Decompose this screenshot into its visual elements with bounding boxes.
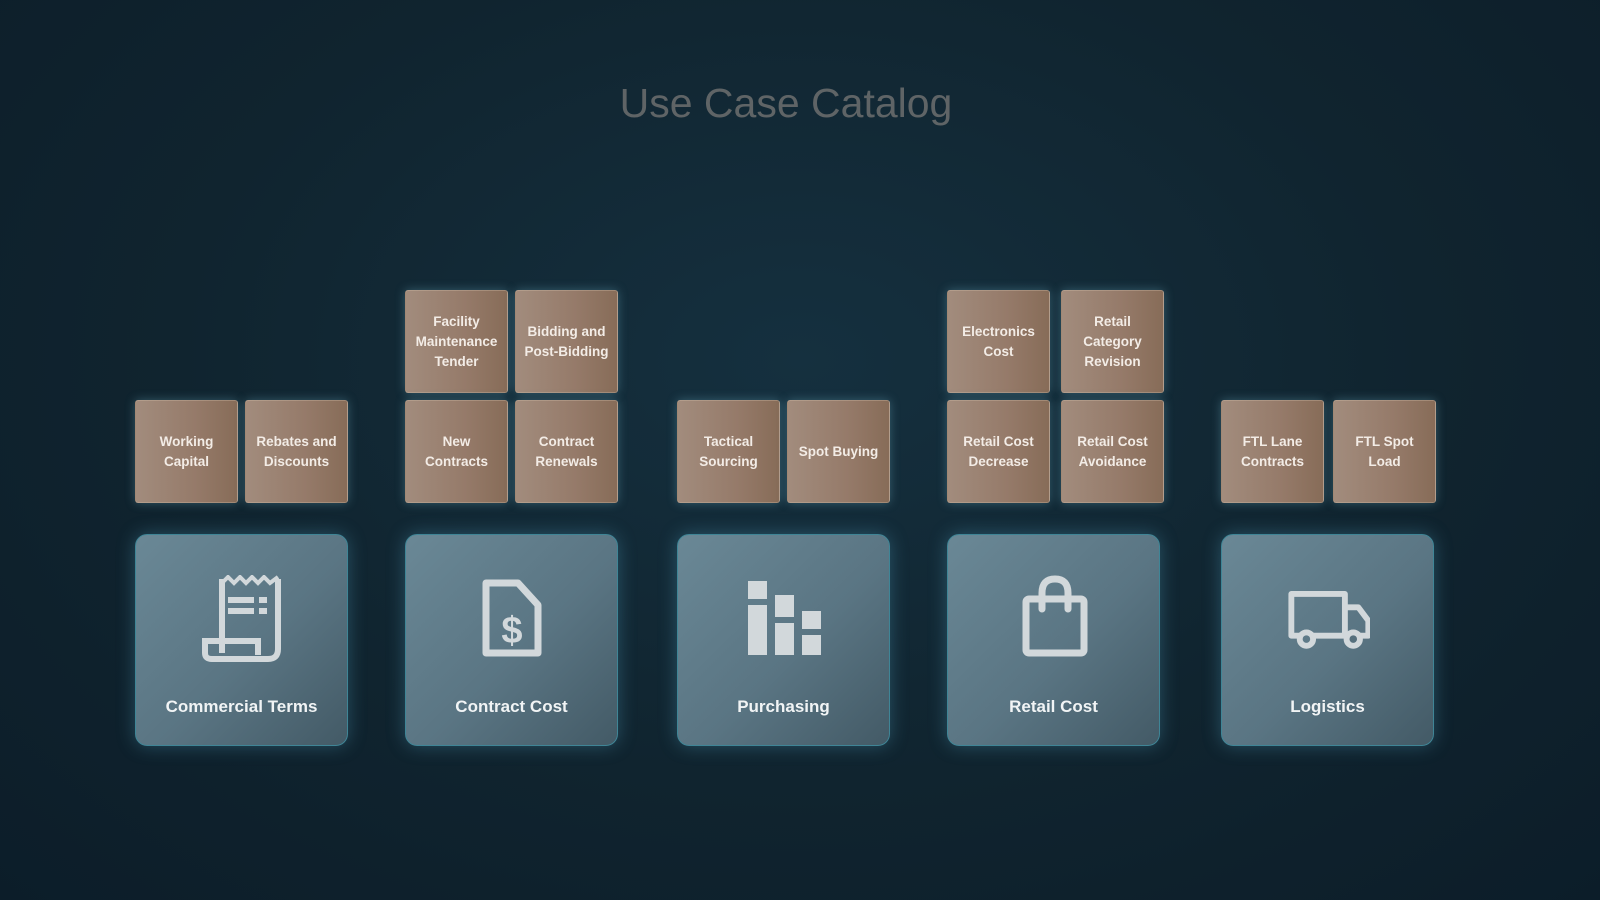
file-dollar-icon: $ [482, 579, 542, 657]
use-case-tile[interactable]: Spot Buying [787, 400, 890, 503]
category-label: Retail Cost [1009, 697, 1098, 716]
page-title: Use Case Catalog [619, 80, 953, 126]
group-logistics: FTL Lane Contracts FTL Spot Load Logisti… [1221, 0, 1436, 900]
svg-text:$: $ [501, 610, 522, 652]
use-case-tile[interactable]: Tactical Sourcing [677, 400, 780, 503]
category-card-retail-cost[interactable]: Retail Cost [947, 534, 1160, 746]
receipt-icon [202, 575, 281, 662]
category-label: Logistics [1290, 697, 1365, 716]
category-card-contract-cost[interactable]: $ Contract Cost [405, 534, 618, 746]
use-case-tile[interactable]: Retail Cost Avoidance [1061, 400, 1164, 503]
use-case-tile[interactable]: Retail Category Revision [1061, 290, 1164, 393]
truck-icon [1288, 590, 1370, 649]
use-case-tile[interactable]: Bidding and Post-Bidding [515, 290, 618, 393]
use-case-tile[interactable]: Facility Maintenance Tender [405, 290, 508, 393]
use-case-tile[interactable]: Rebates and Discounts [245, 400, 348, 503]
use-case-tile[interactable]: Retail Cost Decrease [947, 400, 1050, 503]
shopping-bag-icon [1022, 575, 1088, 657]
category-card-logistics[interactable]: Logistics [1221, 534, 1434, 746]
category-label: Commercial Terms [165, 697, 318, 716]
category-label: Contract Cost [455, 697, 568, 716]
group-commercial-terms: Working Capital Rebates and Discounts Co… [135, 0, 348, 900]
group-retail-cost: Electronics Cost Retail Category Revisio… [947, 0, 1164, 900]
category-card-commercial-terms[interactable]: Commercial Terms [135, 534, 348, 746]
category-label: Purchasing [737, 697, 830, 716]
bar-chart-icon [748, 581, 821, 655]
group-contract-cost: Facility Maintenance Tender Bidding and … [405, 0, 618, 900]
use-case-tile[interactable]: FTL Lane Contracts [1221, 400, 1324, 503]
category-card-purchasing[interactable]: Purchasing [677, 534, 890, 746]
use-case-tile[interactable]: New Contracts [405, 400, 508, 503]
use-case-tile[interactable]: Working Capital [135, 400, 238, 503]
use-case-tile[interactable]: Contract Renewals [515, 400, 618, 503]
use-case-tile[interactable]: Electronics Cost [947, 290, 1050, 393]
use-case-tile[interactable]: FTL Spot Load [1333, 400, 1436, 503]
group-purchasing: Tactical Sourcing Spot Buying Purchasing [677, 0, 890, 900]
